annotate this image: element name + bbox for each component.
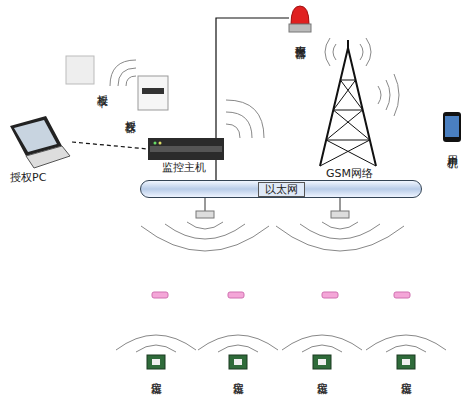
laptop-display	[14, 120, 57, 152]
device-label: 定位器	[150, 373, 162, 376]
device-label: 用户手机	[446, 146, 458, 150]
laptop-base	[26, 146, 70, 168]
locator-chip	[318, 359, 326, 365]
tag-icon	[394, 292, 410, 298]
phone-icon	[443, 112, 461, 142]
device-label: 定位器	[232, 373, 244, 376]
wireless-waves	[226, 100, 264, 138]
wireless-waves	[116, 335, 446, 352]
device-label: GSM网络	[326, 168, 373, 180]
device-label: 声光报警器	[294, 36, 306, 41]
locator-node: 定位器	[229, 355, 247, 369]
device-label: 定位器	[316, 373, 328, 376]
bus-label: 以太网	[258, 182, 305, 197]
locator-board	[313, 355, 331, 369]
authorizer-slot	[142, 88, 164, 94]
device-label: 授权卡	[96, 86, 108, 89]
connector-line	[72, 142, 148, 149]
host-icon	[148, 138, 224, 160]
card-node: 授权卡	[66, 56, 94, 84]
tag-icon	[322, 292, 338, 298]
authorizer-icon	[138, 76, 168, 110]
alarm-dome	[291, 6, 309, 24]
device-label: 授权PC	[10, 172, 46, 184]
locator-chip	[152, 359, 160, 365]
wireless-waves	[141, 222, 404, 251]
host-panel	[150, 146, 222, 152]
card-icon	[66, 56, 94, 84]
device-label: 定位器	[400, 373, 412, 376]
access-point	[196, 211, 214, 218]
wireless-waves	[325, 38, 399, 116]
locator-chip	[234, 359, 242, 365]
alarm-base	[289, 24, 311, 32]
phone-node: 用户手机	[443, 112, 461, 142]
tower-legs	[320, 48, 376, 166]
locator-board	[147, 355, 165, 369]
tower-node: GSM网络	[318, 48, 380, 166]
locator-board	[397, 355, 415, 369]
host-node: 监控主机	[148, 138, 224, 160]
wireless-waves	[110, 60, 136, 86]
device-label: 监控主机	[162, 162, 206, 174]
tag-icon	[152, 292, 168, 298]
tower-braces	[320, 80, 376, 166]
connector-line	[215, 160, 216, 180]
tower-antenna	[347, 40, 349, 48]
laptop-node: 授权PC	[4, 114, 72, 170]
tag-icon	[228, 292, 244, 298]
alarm-node: 声光报警器	[289, 4, 311, 32]
locator-node: 定位器	[397, 355, 415, 369]
device-label: 授权器	[124, 112, 136, 115]
authorizer-node: 授权器	[138, 76, 168, 110]
drop-wire	[205, 198, 340, 211]
connector-line	[216, 18, 289, 138]
ethernet-bus: 以太网	[140, 180, 422, 198]
locator-chip	[402, 359, 410, 365]
host-light	[159, 142, 162, 145]
phone-screen	[445, 116, 459, 137]
access-point	[331, 211, 349, 218]
locator-node: 定位器	[147, 355, 165, 369]
host-light	[154, 142, 157, 145]
locator-board	[229, 355, 247, 369]
locator-node: 定位器	[313, 355, 331, 369]
